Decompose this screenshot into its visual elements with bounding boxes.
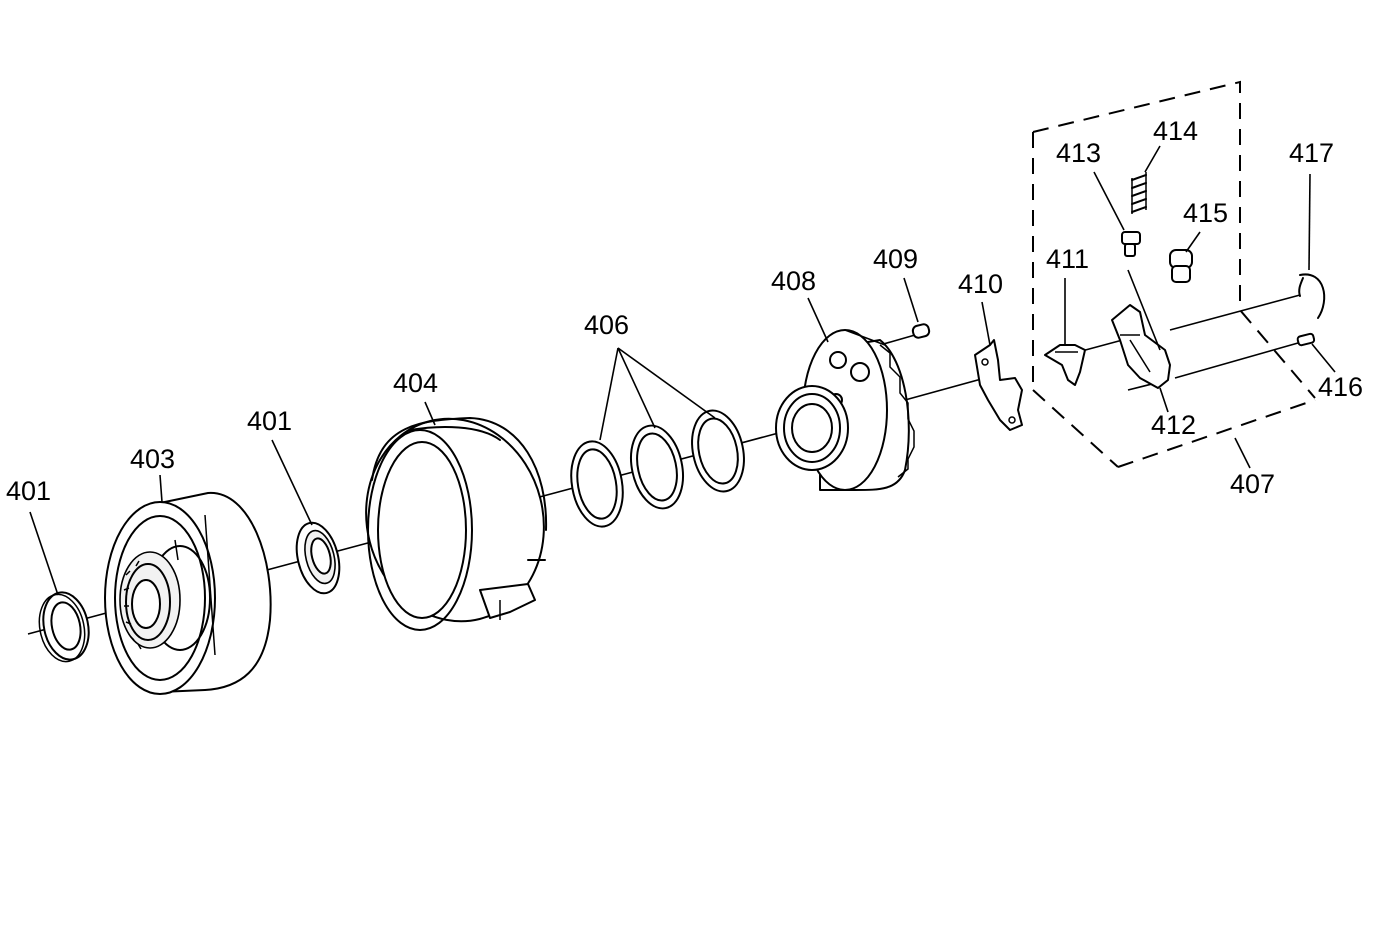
thrust-bearing-401-mid	[295, 521, 341, 595]
band-404	[365, 417, 548, 631]
callout-409: 409	[873, 244, 918, 274]
snap-ring-406-b	[630, 424, 684, 510]
callout-414: 414	[1153, 116, 1198, 146]
callout-413: 413	[1056, 138, 1101, 168]
drum-403	[104, 491, 272, 695]
pin-409	[911, 323, 931, 339]
bracket-411	[1044, 344, 1086, 386]
leader-lines	[29, 145, 1336, 596]
callout-406: 406	[584, 310, 629, 340]
subassembly-407-dashed-box	[1032, 80, 1316, 468]
plug-413	[1121, 231, 1141, 257]
plate-410	[974, 339, 1023, 431]
snap-ring-406-a	[570, 440, 624, 528]
snap-ring-406-c	[691, 409, 745, 493]
callout-410: 410	[958, 269, 1003, 299]
thrust-washer-401-left	[38, 591, 90, 663]
callout-412: 412	[1151, 410, 1196, 440]
retaining-ring-417	[1298, 273, 1326, 319]
spring-414	[1131, 172, 1147, 214]
housing-408	[775, 329, 915, 491]
callout-401-left: 401	[6, 476, 51, 506]
callout-403: 403	[130, 444, 175, 474]
lever-412	[1111, 304, 1171, 389]
bolt-416	[1296, 332, 1316, 347]
valve-415	[1169, 249, 1193, 283]
callout-416: 416	[1318, 372, 1363, 402]
callout-407: 407	[1230, 469, 1275, 499]
callout-417: 417	[1289, 138, 1334, 168]
callout-415: 415	[1183, 198, 1228, 228]
callout-401-mid: 401	[247, 406, 292, 436]
callout-408: 408	[771, 266, 816, 296]
callout-411: 411	[1046, 244, 1089, 274]
callout-labels: 401 403 401 404 406 408 409 410 411 413 …	[6, 116, 1363, 506]
callout-404: 404	[393, 368, 438, 398]
